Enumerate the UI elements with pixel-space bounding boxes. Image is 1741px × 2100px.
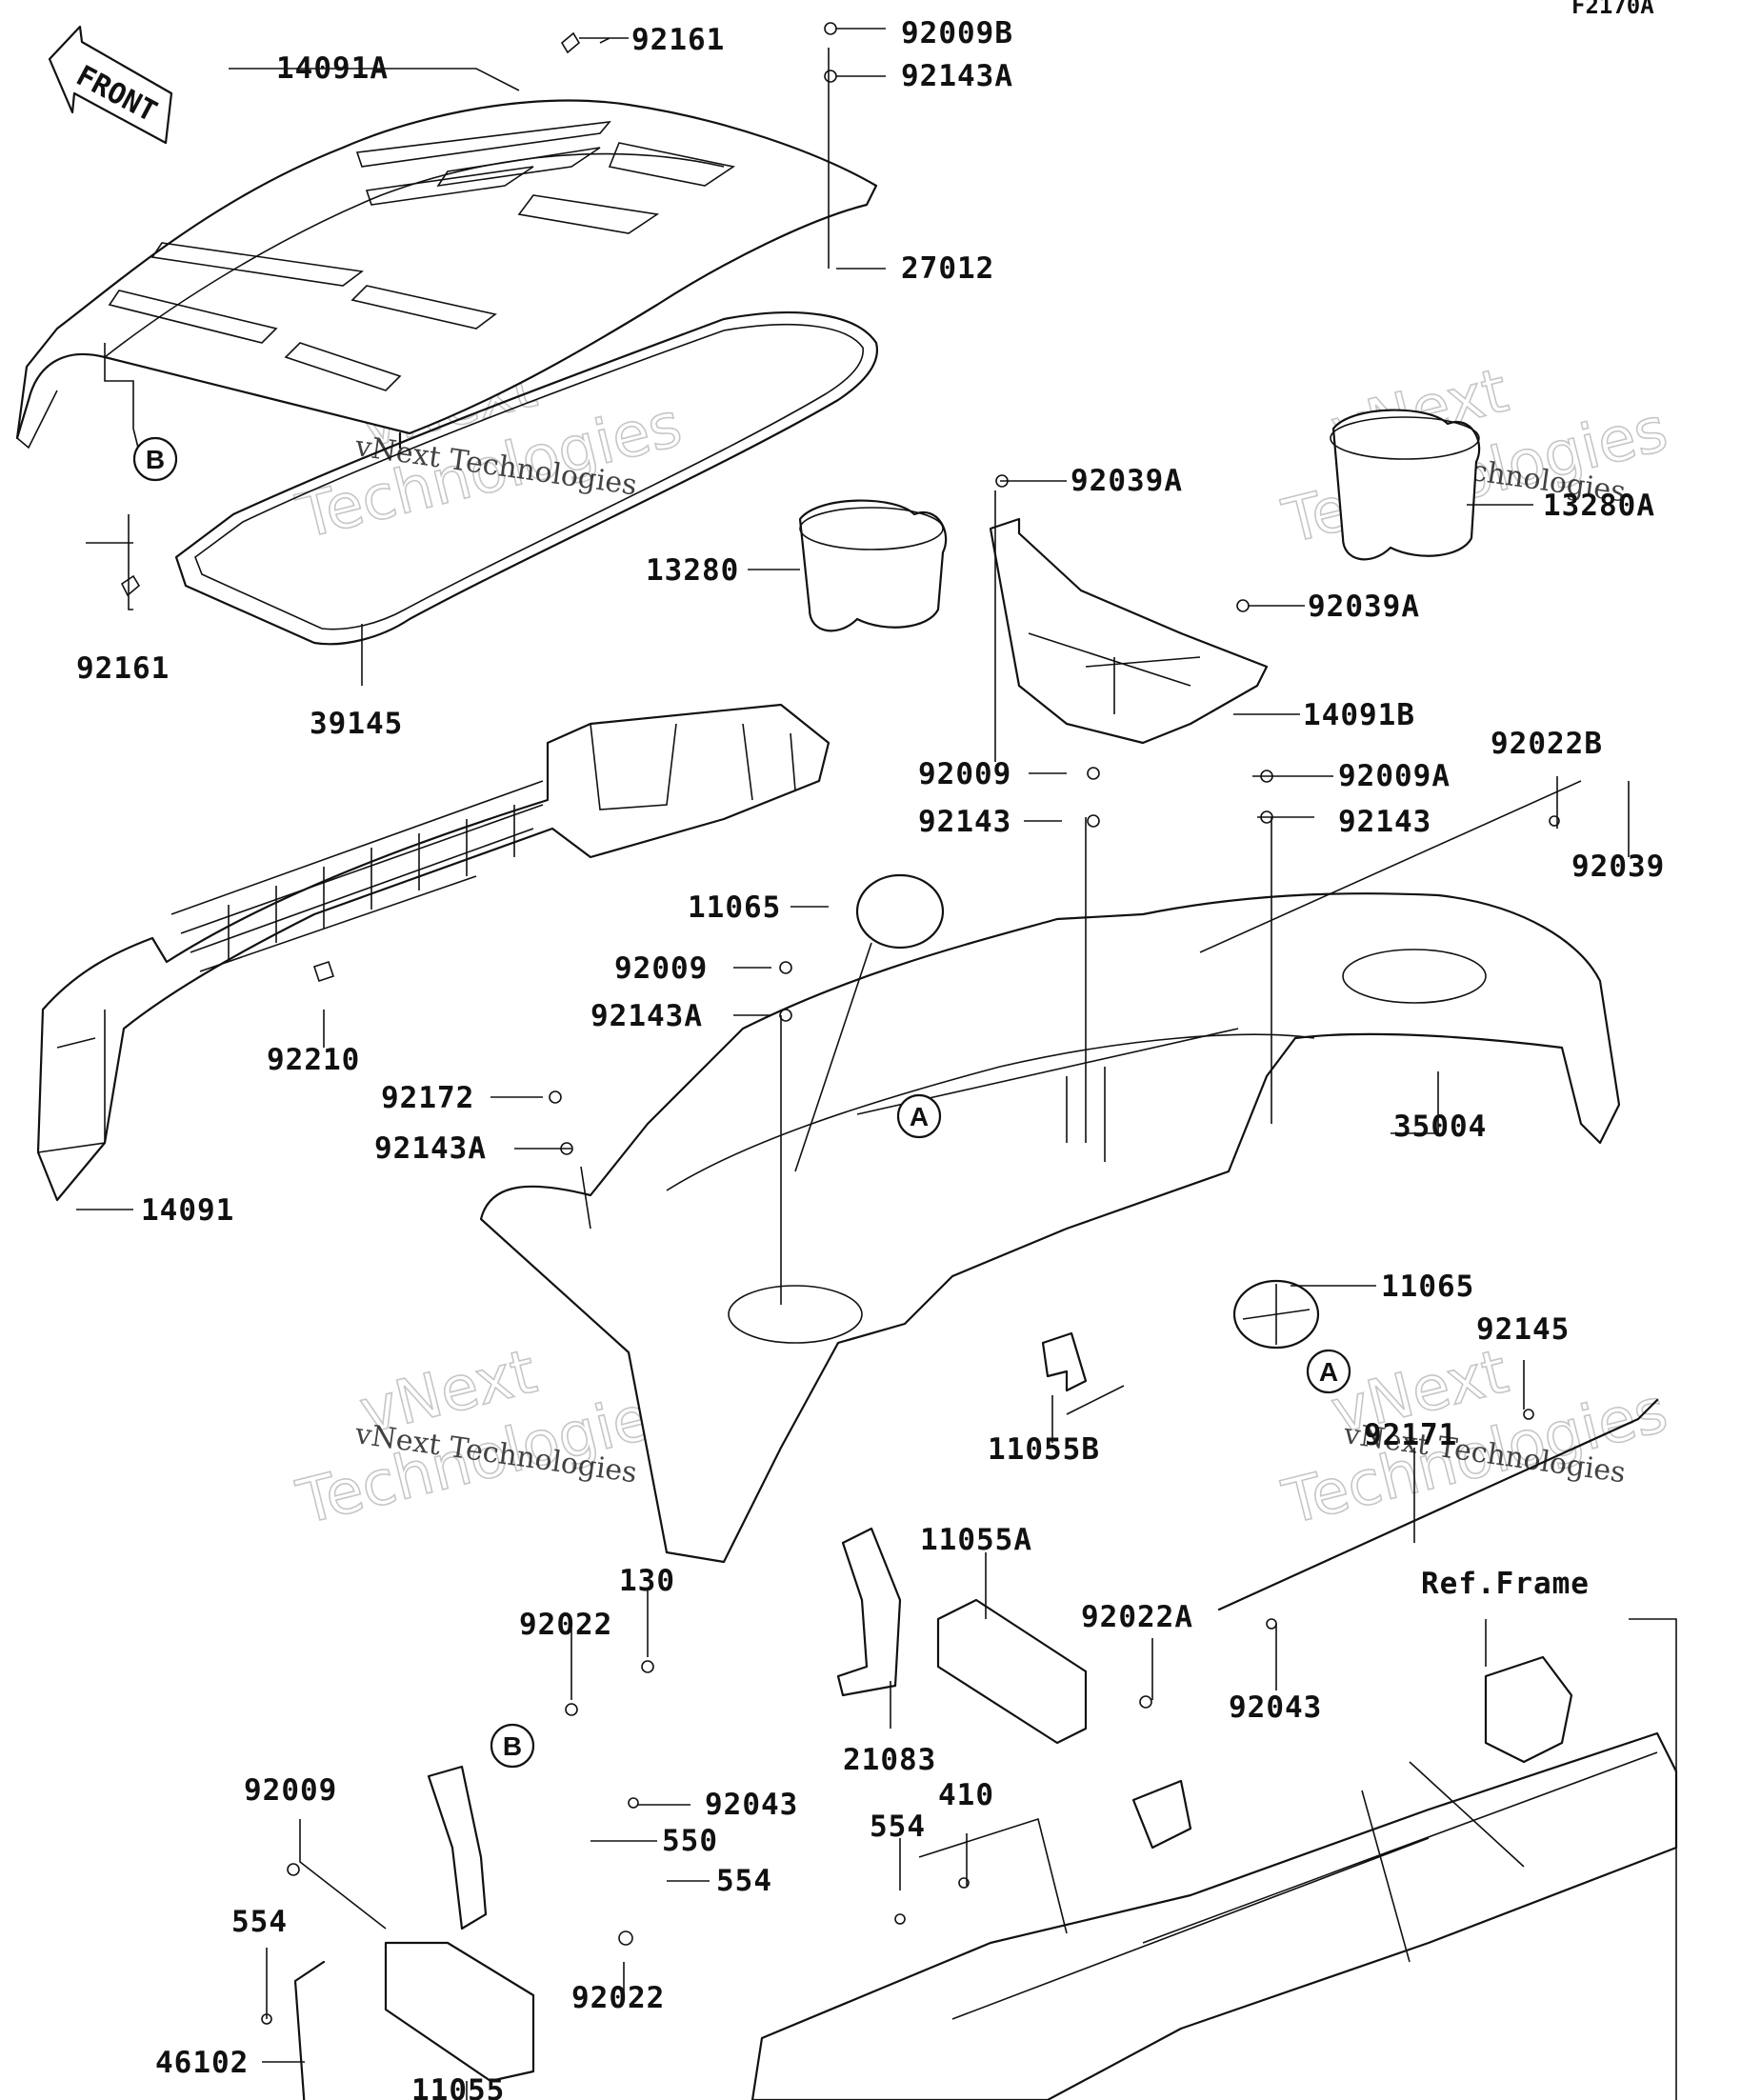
part-label: 92022	[519, 1608, 612, 1642]
cup-holder-13280	[798, 499, 948, 632]
part-label: 92143	[918, 805, 1011, 839]
part-label: 410	[938, 1778, 994, 1812]
part-label: 92022	[571, 1981, 665, 2015]
part-label: 11055B	[988, 1432, 1100, 1467]
bracket-11055	[384, 1941, 535, 2083]
callout-a-upper: A	[896, 1093, 942, 1139]
part-label: 39145	[310, 707, 403, 741]
part-label: 11065	[1381, 1270, 1474, 1304]
part-label: 92161	[76, 651, 170, 686]
part-label: 92143A	[374, 1131, 487, 1166]
part-label: 27012	[901, 251, 994, 286]
part-label: 21083	[843, 1743, 936, 1777]
part-label: 130	[619, 1564, 675, 1598]
ref-frame-label: Ref.Frame	[1421, 1567, 1590, 1601]
roof-seal	[174, 311, 879, 646]
svg-text:B: B	[146, 445, 165, 474]
part-label: 92143A	[901, 59, 1013, 93]
part-label: 92009B	[901, 16, 1013, 50]
part-label: 92009A	[1338, 759, 1451, 793]
rear-deck	[479, 892, 1621, 1564]
part-label: 554	[231, 1905, 288, 1939]
front-grille	[36, 703, 830, 1202]
leader-lines	[76, 28, 1630, 2100]
part-label: 11065	[688, 890, 781, 925]
rod-92171	[1217, 1398, 1659, 1611]
bracket-14091b	[989, 517, 1269, 745]
front-arrow-icon: FRONT	[48, 25, 173, 145]
part-label: 92022A	[1081, 1600, 1193, 1634]
part-label: 554	[870, 1810, 926, 1844]
part-label: 550	[662, 1824, 718, 1858]
hardware-icons	[120, 22, 1560, 2025]
bracket-b	[427, 1765, 488, 1930]
part-label: 92043	[705, 1788, 798, 1822]
part-label: 92022B	[1491, 727, 1603, 761]
part-label: 13280	[646, 553, 739, 588]
bracket-11055a	[936, 1598, 1088, 1745]
part-label: 92009	[614, 951, 708, 986]
bracket-11055b	[1041, 1331, 1088, 1392]
part-label: 554	[716, 1864, 772, 1898]
lid-11065-lower	[1232, 1279, 1320, 1350]
part-label: 92161	[631, 23, 725, 57]
cup-holder-13280A	[1330, 409, 1481, 561]
bracket-21083	[836, 1527, 902, 1697]
part-label: 11055	[411, 2073, 505, 2100]
part-label: 14091B	[1303, 698, 1415, 732]
part-label: 14091A	[276, 51, 389, 86]
svg-text:A: A	[1319, 1357, 1338, 1387]
callout-b-top: B	[132, 436, 178, 482]
part-label: 92039A	[1308, 590, 1420, 624]
part-label: 46102	[155, 2046, 249, 2080]
part-label: 92172	[381, 1081, 474, 1115]
part-label: 92145	[1476, 1312, 1570, 1347]
rod-46102	[293, 1960, 326, 2100]
svg-text:B: B	[503, 1731, 522, 1761]
part-label: 92210	[267, 1043, 360, 1077]
part-labels: 14091A 92161 92009B 92143A 27012 92161 3…	[76, 16, 1665, 2100]
part-label: 13280A	[1543, 489, 1655, 523]
svg-text:A: A	[910, 1102, 929, 1131]
part-label: 35004	[1393, 1110, 1487, 1144]
part-label: 92039A	[1071, 464, 1183, 498]
part-label: 14091	[141, 1193, 234, 1228]
part-label: 92143A	[590, 999, 703, 1033]
diagram-code: F2170A	[1571, 0, 1654, 19]
part-label: 92009	[244, 1773, 337, 1808]
callout-b-lower: B	[490, 1723, 535, 1769]
lid-11065	[855, 873, 945, 950]
part-label: 92009	[918, 757, 1011, 791]
roof-panel	[15, 99, 878, 450]
ref-frame	[750, 1618, 1678, 2100]
part-label: 92143	[1338, 805, 1431, 839]
callout-a-lower: A	[1306, 1349, 1351, 1394]
part-label: 92043	[1229, 1690, 1322, 1725]
part-label: 92039	[1571, 850, 1665, 884]
part-label: 11055A	[920, 1523, 1032, 1557]
part-label: 92171	[1364, 1418, 1457, 1452]
